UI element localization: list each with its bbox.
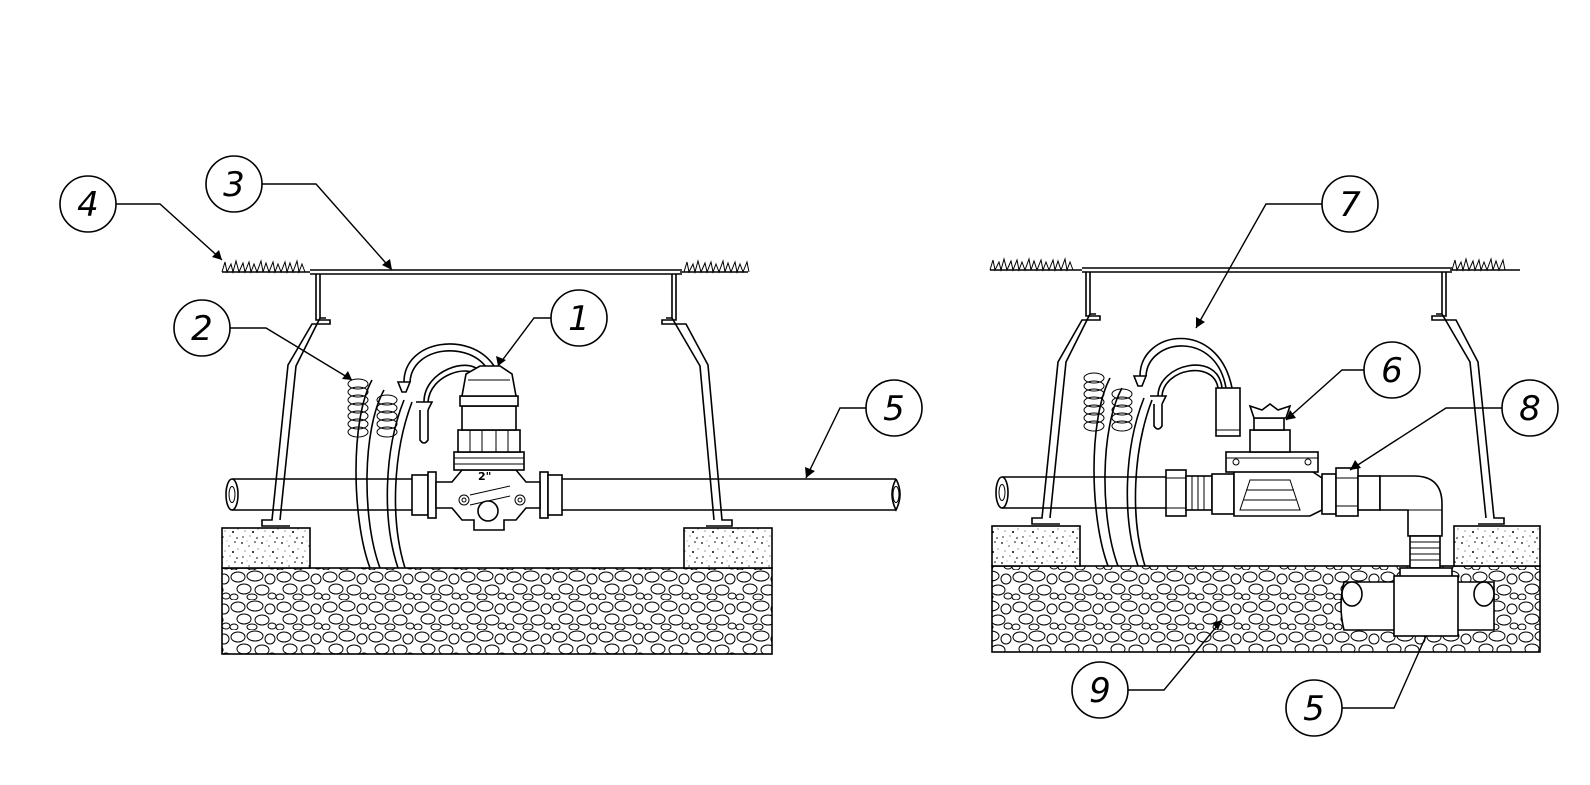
grass-left-b [683, 259, 750, 274]
valve-box-left [261, 269, 733, 527]
callout-1-label: 1 [568, 299, 590, 339]
callout-6-label: 6 [1381, 351, 1403, 391]
concrete-block-right-b [1453, 525, 1541, 567]
leader-1 [497, 317, 551, 367]
callout-5b-label: 5 [1303, 689, 1325, 729]
wire-coil-right-b [1111, 388, 1133, 432]
callout-8-label: 8 [1519, 389, 1541, 429]
callout-3: 3 [205, 155, 263, 213]
concrete-block-left-a [221, 527, 311, 569]
left-detail: 2" [116, 183, 901, 655]
callout-6: 6 [1363, 341, 1421, 399]
callout-2-label: 2 [191, 309, 213, 349]
solenoid-right [1215, 387, 1241, 437]
lateral-pipe-left [225, 478, 901, 512]
leader-6 [1285, 369, 1364, 421]
valve-box-right [1031, 267, 1505, 525]
callout-7: 7 [1321, 175, 1379, 233]
grass-left-a [221, 259, 306, 274]
leader-7 [1195, 203, 1322, 329]
right-detail [989, 203, 1541, 709]
callout-1: 1 [550, 289, 608, 347]
leader-5b [1342, 635, 1427, 709]
gravel-base-left [221, 567, 773, 655]
callout-3-label: 3 [223, 165, 245, 205]
callout-9-label: 9 [1089, 671, 1111, 711]
wire-coil-right-a [1083, 372, 1105, 432]
callout-8: 8 [1501, 379, 1559, 437]
leader-9 [1128, 619, 1223, 691]
callout-4: 4 [59, 175, 117, 233]
grass-right-b [1451, 257, 1506, 272]
grass-right-a [989, 257, 1074, 272]
elbow-fitting [1379, 475, 1443, 537]
tee-fitting [1340, 567, 1495, 637]
callout-2: 2 [173, 299, 231, 357]
callout-5a-label: 5 [883, 389, 905, 429]
leader-8 [1349, 407, 1502, 471]
lateral-pipe-right [995, 476, 1166, 509]
wire-coil-left-b [376, 394, 398, 438]
callout-5b: 5 [1285, 679, 1343, 737]
valve-size-label: 2" [478, 470, 491, 483]
electric-valve-right [1225, 403, 1323, 517]
leader-3 [262, 183, 393, 271]
leader-4 [116, 203, 223, 261]
callout-9: 9 [1071, 661, 1129, 719]
control-valve-left: 2" [435, 365, 541, 531]
callout-5a: 5 [865, 379, 923, 437]
wire-coil-left-a [347, 378, 369, 438]
callout-4-label: 4 [77, 185, 99, 225]
leader-5a [805, 407, 866, 479]
leader-2 [230, 327, 353, 381]
concrete-block-left-b [683, 527, 773, 569]
callout-7-label: 7 [1339, 185, 1361, 225]
concrete-block-right-a [991, 525, 1081, 567]
